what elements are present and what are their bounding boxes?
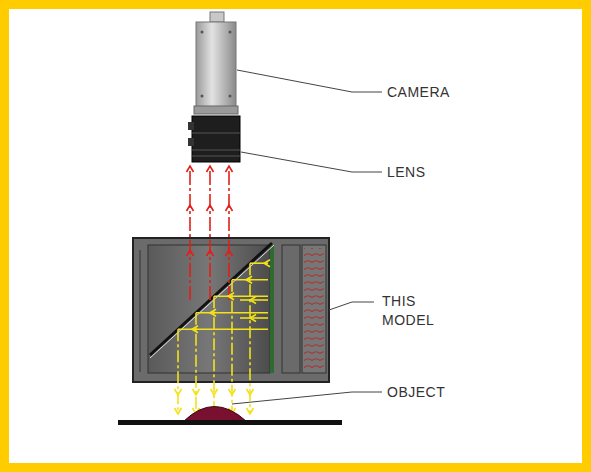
ray-arrowhead xyxy=(175,408,182,414)
ray-line xyxy=(249,263,251,412)
ray-arrowhead xyxy=(226,205,233,211)
part-label: OBJECT xyxy=(387,383,507,402)
ray-arrowhead xyxy=(192,326,198,333)
ray-arrowhead xyxy=(207,205,214,211)
camera xyxy=(194,12,238,114)
object xyxy=(118,407,342,426)
ray-arrowhead xyxy=(247,408,254,414)
part-label: LENS xyxy=(387,163,507,182)
ray-line xyxy=(214,295,268,297)
ray-arrowhead xyxy=(193,389,200,395)
ray-arrowhead xyxy=(264,260,270,267)
ray-line xyxy=(231,280,233,412)
ray-line xyxy=(240,317,268,319)
part-label: THIS MODEL xyxy=(382,292,444,330)
ray-arrowhead xyxy=(247,389,254,395)
ray-arrowhead xyxy=(210,309,216,316)
leader-lines xyxy=(232,70,382,404)
ray-arrowhead xyxy=(207,166,214,172)
ray-arrowhead xyxy=(229,389,236,395)
ray-arrowhead xyxy=(211,389,218,395)
ray-arrowhead xyxy=(187,250,194,256)
ray-line xyxy=(177,329,179,412)
part-label: CAMERA xyxy=(387,83,507,102)
ray-arrowhead xyxy=(187,205,194,211)
ray-arrowhead xyxy=(226,166,233,172)
ray-line xyxy=(240,299,268,301)
ray-line xyxy=(189,166,191,300)
light-model xyxy=(133,238,329,382)
lens xyxy=(188,116,240,162)
ray-arrowhead xyxy=(250,297,256,304)
ray-line xyxy=(228,166,230,300)
ray-arrowhead xyxy=(250,315,256,322)
ray-arrowhead xyxy=(228,293,234,300)
ray-arrowhead xyxy=(226,250,233,256)
light-rays xyxy=(175,166,271,414)
ray-arrowhead xyxy=(175,389,182,395)
ray-arrowhead xyxy=(207,250,214,256)
ray-line xyxy=(195,313,197,412)
ray-arrowhead xyxy=(246,276,252,283)
ray-arrowhead xyxy=(187,166,194,172)
ray-line xyxy=(209,166,211,300)
